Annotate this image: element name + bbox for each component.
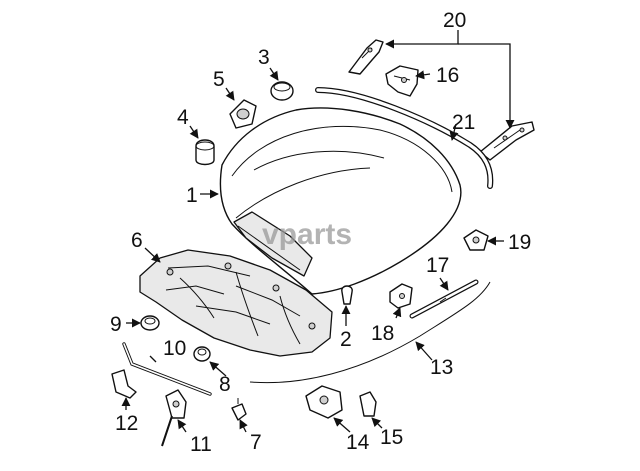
bumper-2 — [341, 285, 353, 305]
bumper-5 — [229, 99, 257, 129]
callout-11: 11 — [190, 433, 212, 456]
watermark-text: vparts — [262, 218, 352, 251]
callout-8: 8 — [219, 373, 231, 396]
watermark-logo: vparts — [262, 218, 352, 251]
callout-21: 21 — [452, 111, 475, 134]
hinge-bracket-left — [348, 39, 384, 75]
callout-15: 15 — [380, 426, 403, 449]
callout-16: 16 — [436, 64, 459, 87]
callout-2: 2 — [340, 328, 352, 351]
bracket-19 — [463, 229, 489, 251]
callout-13: 13 — [430, 356, 453, 379]
clip-8 — [193, 346, 211, 362]
release-cable-13 — [249, 281, 491, 384]
callout-20: 20 — [443, 9, 466, 32]
gas-strut-17 — [409, 279, 479, 319]
callout-4: 4 — [177, 106, 189, 129]
bracket-15 — [359, 391, 377, 417]
hinge-bracket-right — [479, 121, 535, 161]
callout-17: 17 — [426, 254, 449, 277]
latch-11 — [161, 389, 187, 447]
leader-lines — [121, 30, 515, 433]
callout-19: 19 — [508, 231, 531, 254]
callout-10: 10 — [163, 337, 186, 360]
hood-panel — [219, 107, 462, 295]
callout-9: 9 — [110, 313, 122, 336]
hinge-16 — [385, 65, 419, 97]
callout-7: 7 — [250, 431, 262, 454]
callout-18: 18 — [371, 322, 394, 345]
callout-14: 14 — [346, 431, 370, 454]
bracket-12 — [111, 369, 137, 399]
callout-1: 1 — [186, 184, 198, 207]
bracket-18 — [389, 283, 413, 309]
bumper-9 — [140, 315, 160, 331]
latch-14 — [305, 385, 343, 419]
callout-5: 5 — [213, 68, 225, 91]
callout-3: 3 — [258, 46, 270, 69]
bumper-3 — [270, 81, 294, 101]
callout-6: 6 — [131, 229, 143, 252]
prop-rod-10 — [122, 342, 212, 396]
clip-7 — [231, 398, 247, 421]
hood-insulator — [139, 249, 333, 357]
bumper-4 — [195, 139, 215, 166]
callout-12: 12 — [115, 412, 138, 435]
